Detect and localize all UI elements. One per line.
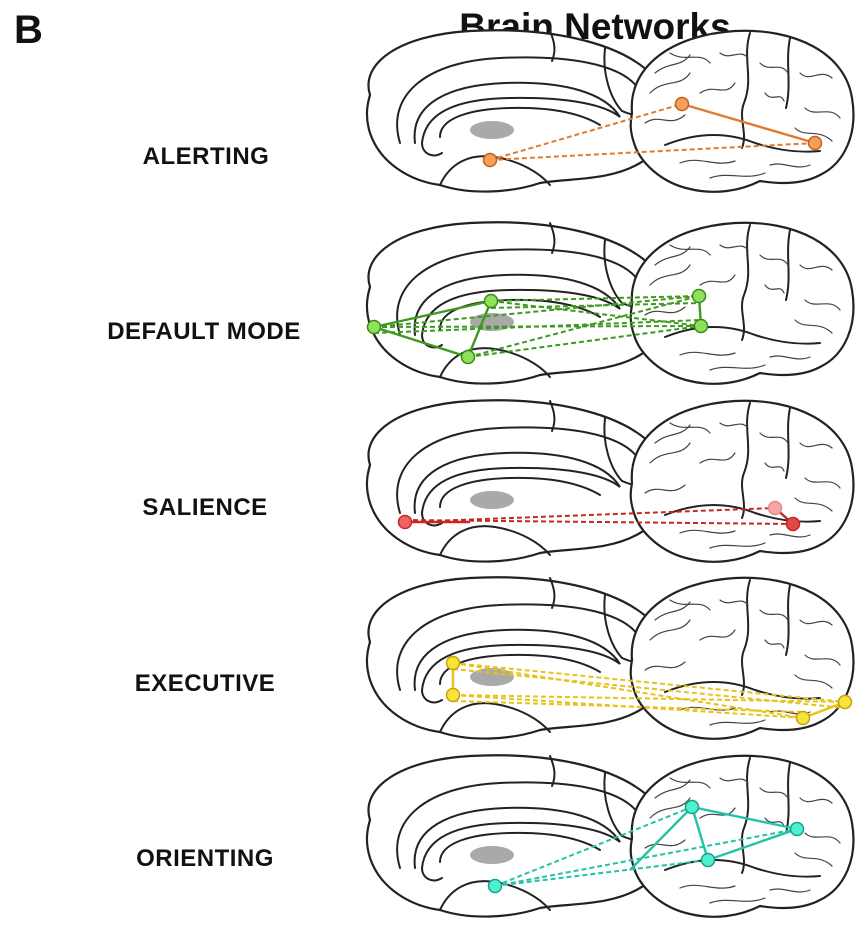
node-executive bbox=[797, 712, 810, 725]
row-default-mode bbox=[367, 222, 853, 384]
node-executive bbox=[839, 696, 852, 709]
row-alerting bbox=[367, 30, 853, 192]
medial-brain-executive bbox=[367, 577, 669, 738]
medial-brain-salience bbox=[367, 400, 669, 561]
node-alerting bbox=[809, 137, 822, 150]
node-salience bbox=[787, 518, 800, 531]
node-default-mode bbox=[693, 290, 706, 303]
node-default-mode bbox=[485, 295, 498, 308]
node-salience bbox=[399, 516, 412, 529]
node-executive bbox=[447, 689, 460, 702]
lateral-brain-default-mode bbox=[631, 223, 854, 384]
node-orienting bbox=[791, 823, 804, 836]
lateral-brain-salience bbox=[631, 401, 854, 562]
node-default-mode bbox=[695, 320, 708, 333]
node-default-mode bbox=[462, 351, 475, 364]
node-alerting bbox=[676, 98, 689, 111]
row-salience bbox=[367, 400, 853, 562]
medial-brain-alerting bbox=[367, 30, 669, 191]
row-executive bbox=[367, 577, 853, 739]
node-default-mode bbox=[368, 321, 381, 334]
row-orienting bbox=[367, 755, 853, 917]
lateral-brain-alerting bbox=[631, 31, 854, 192]
medial-brain-orienting bbox=[367, 755, 669, 916]
node-orienting bbox=[702, 854, 715, 867]
node-alerting bbox=[484, 154, 497, 167]
node-salience bbox=[769, 502, 782, 515]
node-orienting bbox=[489, 880, 502, 893]
node-executive bbox=[447, 657, 460, 670]
node-orienting bbox=[686, 801, 699, 814]
